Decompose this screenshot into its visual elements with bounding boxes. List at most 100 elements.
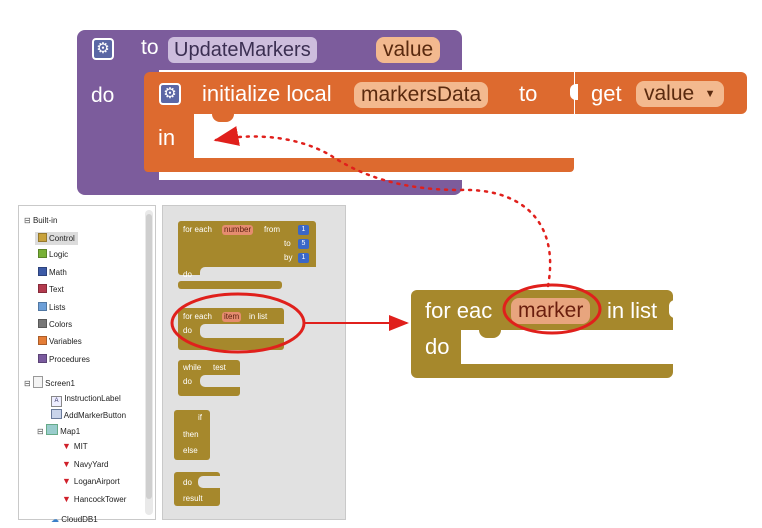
initialize-local-label: initialize local [202, 81, 332, 106]
local-to-label: to [519, 81, 538, 106]
tree-item-category[interactable]: Lists [38, 301, 66, 313]
gear-icon[interactable]: ⚙ [92, 38, 114, 60]
tree-item-label: LoganAirport [73, 477, 120, 486]
drawer-number-value[interactable]: 1 [298, 253, 309, 263]
drawer-text: if [198, 413, 202, 422]
drawer-var-pill[interactable]: number [222, 225, 254, 235]
foreach-variable-name[interactable]: marker [511, 298, 591, 324]
tree-item-cut[interactable]: ☁ CloudDB1 [51, 514, 98, 525]
tree-item-component[interactable]: AddMarkerButton [51, 409, 126, 421]
dotted-reference-arrow [213, 126, 552, 288]
tree-item-label: HancockTower [73, 494, 127, 504]
screen-icon [32, 376, 43, 388]
tree-item-label: NavyYard [73, 459, 109, 469]
chevron-down-icon: ▼ [704, 88, 716, 100]
foreach-prefix-label: for eac [425, 298, 493, 323]
tree-item-category[interactable]: Control [35, 232, 78, 245]
tree-item-label: Built-in [32, 216, 58, 225]
map-pin-icon: ▼ [62, 493, 71, 504]
tree-item-label: AddMarkerButton [63, 411, 127, 420]
drawer-text: else [183, 446, 198, 455]
tree-scroll-thumb[interactable] [146, 214, 152, 499]
get-dropdown-value: value [644, 82, 695, 105]
drawer-number-value[interactable]: 1 [298, 225, 309, 235]
tree-item-category[interactable]: Text [38, 284, 64, 295]
collapse-icon[interactable]: ⊟ [24, 216, 31, 225]
category-swatch-icon [38, 353, 47, 363]
tree-item-category[interactable]: Math [38, 266, 67, 278]
category-swatch-icon [38, 266, 47, 276]
tree-item-marker[interactable]: ▼HancockTower [62, 494, 126, 505]
highlight-ellipse-marker [502, 283, 602, 335]
procedure-to-label: to [141, 36, 159, 59]
tree-item-marker[interactable]: ▼NavyYard [62, 459, 108, 470]
tree-item-label: Map1 [60, 427, 81, 436]
gear-icon[interactable]: ⚙ [159, 83, 181, 105]
drawer-text: do [183, 270, 192, 279]
foreach-suffix-label: in list [607, 298, 658, 323]
collapse-icon[interactable]: ⊟ [37, 427, 44, 436]
tree-item-label: Lists [49, 302, 66, 312]
procedure-do-label: do [91, 84, 115, 107]
foreach-marker-block[interactable]: for eac marker in list do [411, 290, 681, 382]
drawer-text: to [284, 239, 291, 248]
tree-item-label: Math [49, 267, 67, 277]
tree-item-component[interactable]: A InstructionLabel [51, 393, 121, 407]
tree-item-map[interactable]: ⊟ Map1 [37, 424, 80, 437]
get-value-block[interactable]: get value ▼ [570, 72, 747, 114]
get-dropdown[interactable]: value ▼ [636, 81, 724, 107]
drawer-text: test [213, 363, 226, 372]
tree-item-label: InstructionLabel [64, 394, 121, 403]
tree-item-category[interactable]: Colors [38, 319, 72, 330]
drawer-text: for each [183, 225, 212, 234]
tree-item-label: Colors [49, 320, 73, 329]
tree-item-builtin[interactable]: ⊟ Built-in [24, 215, 57, 226]
map-icon [45, 424, 58, 435]
drawer-text: while [183, 363, 202, 372]
tree-item-label: Procedures [49, 354, 90, 364]
button-icon [51, 409, 62, 419]
category-swatch-icon [38, 319, 47, 328]
map-pin-icon: ▼ [62, 441, 71, 451]
tree-item-category[interactable]: Variables [38, 336, 82, 347]
drawer-text: then [183, 430, 199, 439]
map-pin-icon: ▼ [62, 458, 71, 469]
tree-item-label: Screen1 [45, 379, 75, 388]
collapse-icon[interactable]: ⊟ [24, 379, 31, 388]
tree-item-category[interactable]: Procedures [38, 353, 90, 365]
foreach-do-label: do [425, 334, 450, 359]
drawer-text: by [284, 253, 293, 262]
procedure-param[interactable]: value [376, 37, 441, 63]
drawer-text: do [183, 326, 192, 335]
procedure-name-field[interactable]: UpdateMarkers [168, 37, 317, 63]
tree-item-label: Text [49, 285, 64, 295]
tree-item-label: Variables [49, 337, 82, 347]
initialize-local-block[interactable]: ⚙ initialize local markersData to in [144, 72, 574, 182]
drawer-var-pill[interactable]: item [222, 312, 242, 322]
category-swatch-icon [38, 336, 47, 346]
tree-item-label: Logic [49, 250, 69, 260]
tree-item-label: CloudDB1 [61, 515, 98, 524]
highlight-ellipse-drawer [170, 292, 306, 354]
category-swatch-icon [38, 301, 47, 311]
drawer-text: from [264, 225, 280, 234]
tree-item-marker[interactable]: ▼LoganAirport [62, 476, 120, 487]
tree-item-category[interactable]: Logic [38, 249, 68, 260]
label-icon: A [51, 396, 62, 407]
drawer-text: for each [183, 312, 212, 321]
tree-item-marker[interactable]: ▼MIT [62, 441, 88, 452]
drawer-text: result [183, 494, 203, 503]
drawer-text: do [183, 478, 192, 487]
drawer-number-value[interactable]: 5 [298, 239, 309, 249]
category-swatch-icon [38, 233, 47, 242]
tree-item-screen[interactable]: ⊟ Screen1 [24, 376, 75, 389]
local-in-label: in [158, 125, 176, 150]
tree-item-label: Control [49, 234, 75, 243]
drawer-text: in list [249, 312, 268, 321]
category-swatch-icon [38, 249, 47, 259]
plug-notch [570, 84, 578, 100]
local-variable-name[interactable]: markersData [354, 82, 489, 108]
tree-item-label: MIT [73, 442, 88, 451]
cloud-icon: ☁ [51, 515, 59, 524]
